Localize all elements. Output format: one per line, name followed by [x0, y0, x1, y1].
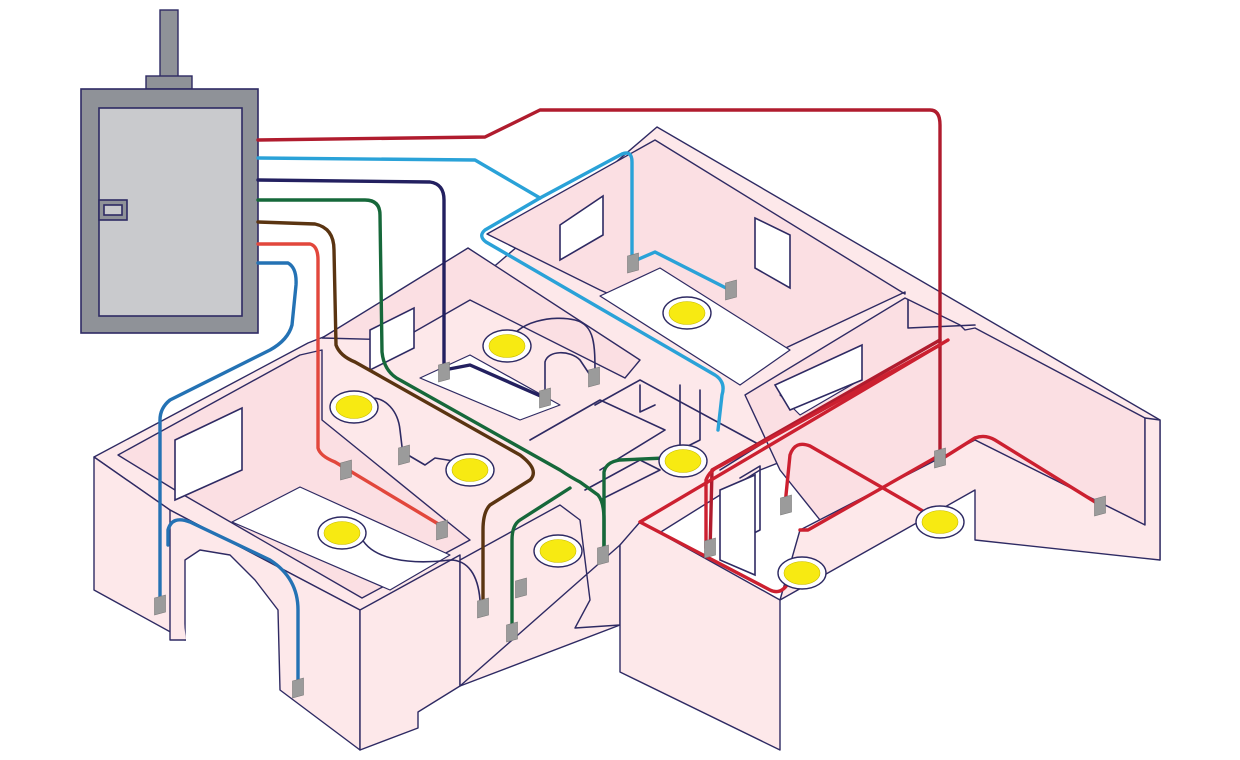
- circuit-green-wire-10: [510, 486, 572, 627]
- wall-outlet-10[interactable]: [477, 597, 489, 619]
- circuit-crimson-branch-wire-19: [783, 442, 937, 520]
- wall-outlet-6[interactable]: [539, 387, 551, 409]
- lamp-bulb-icon: [783, 561, 821, 585]
- lamp-bulb-icon: [539, 539, 577, 563]
- ceiling-lamps: [317, 296, 965, 590]
- wall-front-mid: [359, 554, 461, 751]
- ceiling-lamp-0[interactable]: [482, 329, 532, 363]
- sockets: [154, 252, 1106, 699]
- window-right-wing: [773, 343, 863, 412]
- wall-outlet-1[interactable]: [292, 677, 304, 699]
- circuit-navy-wire-7: [442, 363, 547, 400]
- wall-outlet-5[interactable]: [438, 361, 450, 383]
- window-back-left: [559, 194, 604, 262]
- ceiling-lamp-3[interactable]: [445, 453, 495, 487]
- floor-mid-room: [419, 354, 561, 421]
- panel-conduit-collar: [145, 75, 193, 90]
- circuit-green-wire-9: [602, 456, 667, 550]
- ceiling-lamp-8[interactable]: [777, 556, 827, 590]
- wall-arch-left: [169, 510, 186, 641]
- lamp-bulb-icon: [921, 510, 959, 534]
- lead-mid-room-arch: [506, 317, 596, 376]
- lamp-bulb-icon: [451, 458, 489, 482]
- wall-outlet-2[interactable]: [340, 459, 352, 481]
- wall-outlet-3[interactable]: [398, 444, 410, 466]
- circuit-light-blue-wire-3: [480, 196, 725, 432]
- window-front-right: [719, 473, 756, 577]
- panel-latch-slot: [103, 204, 123, 216]
- wires: [158, 108, 1102, 687]
- circuit-red-wire-12: [256, 242, 442, 527]
- wall-outlet-8[interactable]: [627, 252, 639, 274]
- circuit-crimson-branch-wire-20: [798, 453, 942, 532]
- circuit-crimson-branch-wire-18: [938, 434, 1102, 507]
- fixture-leads: [359, 317, 596, 601]
- circuit-light-blue-wire-4: [538, 151, 634, 264]
- partition-6: [639, 384, 656, 413]
- ceiling-lamp-7[interactable]: [915, 505, 965, 539]
- partition-3: [529, 399, 666, 471]
- ceiling-lamp-1[interactable]: [662, 296, 712, 330]
- wall-outlet-12[interactable]: [515, 577, 527, 599]
- wall-outlet-14[interactable]: [704, 537, 716, 559]
- circuit-steel-blue-wire-13: [158, 261, 298, 602]
- wall-front-right: [619, 521, 781, 751]
- ceiling-lamp-6[interactable]: [658, 444, 708, 478]
- lead-mid-room-arch-2: [544, 351, 591, 399]
- wall-outlet-11[interactable]: [506, 621, 518, 643]
- circuit-navy-wire-6: [256, 178, 446, 372]
- wall-outlet-4[interactable]: [436, 519, 448, 541]
- window-left-room: [174, 406, 243, 502]
- circuit-green-wire-8: [256, 198, 606, 550]
- wall-outlet-9[interactable]: [725, 279, 737, 301]
- lamp-bulb-icon: [664, 449, 702, 473]
- wall-outlet-16[interactable]: [934, 447, 946, 469]
- wall-outlet-7[interactable]: [588, 366, 600, 388]
- breaker-panel[interactable]: [80, 9, 259, 334]
- lamp-bulb-icon: [335, 395, 373, 419]
- panel-conduit: [159, 9, 179, 79]
- lead-left-lamp-2: [407, 454, 461, 466]
- ceiling-lamp-2[interactable]: [329, 390, 379, 424]
- lamp-bulb-icon: [488, 334, 526, 358]
- partition-2: [584, 459, 661, 501]
- circuit-light-blue-wire-2: [256, 156, 542, 200]
- window-back-right: [754, 216, 791, 290]
- wall-outlet-0[interactable]: [154, 594, 166, 616]
- circuit-light-blue-wire-5: [630, 250, 732, 292]
- ceiling-lamp-4[interactable]: [317, 516, 367, 550]
- lamp-bulb-icon: [323, 521, 361, 545]
- lead-left-floor-lamp: [359, 534, 481, 601]
- circuit-crimson-branch-wire-17: [704, 343, 942, 550]
- partition-7: [907, 299, 976, 329]
- circuit-steel-blue-wire-14: [166, 518, 300, 687]
- wall-outlet-17[interactable]: [1094, 495, 1106, 517]
- lamp-bulb-icon: [668, 301, 706, 325]
- wall-outlet-13[interactable]: [597, 544, 609, 566]
- wall-outlet-15[interactable]: [780, 494, 792, 516]
- circuit-crimson-wire-0: [256, 108, 942, 457]
- lead-left-lamp-1: [371, 397, 404, 456]
- ceiling-lamp-5[interactable]: [533, 534, 583, 568]
- wall-back-room-right: [486, 139, 906, 361]
- circuit-brown-wire-11: [256, 220, 535, 602]
